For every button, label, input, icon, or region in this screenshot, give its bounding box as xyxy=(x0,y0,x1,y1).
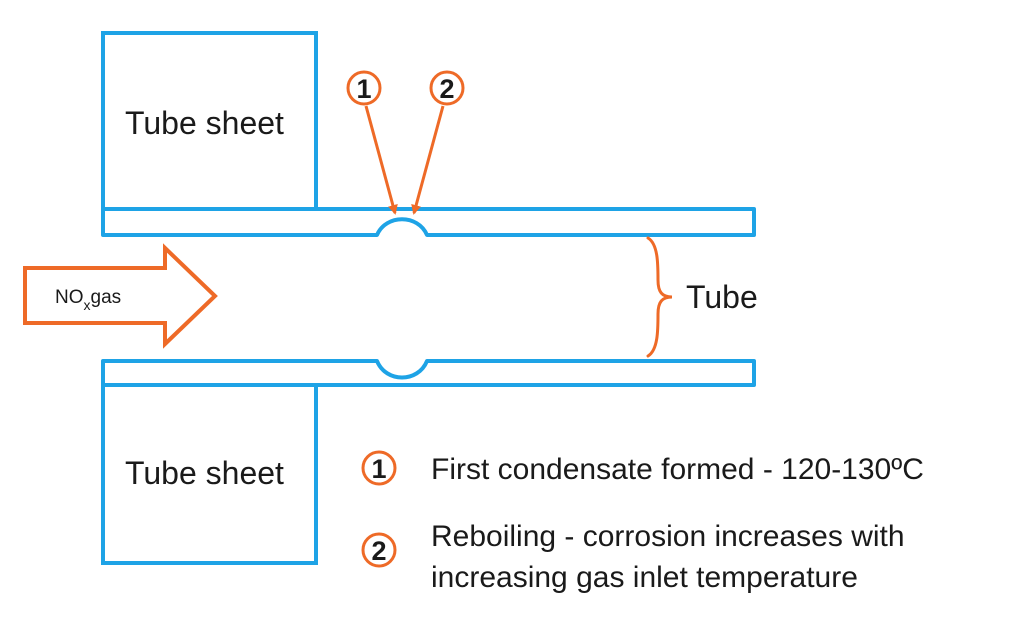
legend-badge-2 xyxy=(361,532,397,568)
legend-badge-1 xyxy=(361,450,397,486)
marker-1-number: 1 xyxy=(356,74,371,104)
marker-1-circle xyxy=(346,70,382,106)
tube-brace xyxy=(646,236,673,358)
marker-1: 1 xyxy=(346,70,398,215)
legend-text-1: First condensate formed - 120-130ºC xyxy=(431,453,924,486)
marker-2: 2 xyxy=(411,70,465,215)
gas-label-tail: gas xyxy=(91,287,122,308)
gas-flow-arrow xyxy=(23,243,218,349)
marker-1-pointer xyxy=(364,105,398,215)
tube-sheet-top-label: Tube sheet xyxy=(125,105,284,141)
tube-wall-bottom xyxy=(101,359,756,387)
legend-text-2-line-2: increasing gas inlet temperature xyxy=(431,561,858,594)
gas-label-subscript: x xyxy=(84,297,91,313)
gas-label-main: NO xyxy=(55,287,84,308)
tube-label: Tube xyxy=(686,279,758,315)
marker-2-circle xyxy=(429,70,465,106)
legend-item-1: 1 First condensate formed - 120-130ºC xyxy=(361,450,924,486)
tube-sheet-bottom-label: Tube sheet xyxy=(125,455,284,491)
legend-badge-2-number: 2 xyxy=(371,536,386,566)
marker-2-number: 2 xyxy=(439,74,454,104)
gas-flow-label: NOxgas xyxy=(55,287,121,313)
tube-wall-top xyxy=(101,207,756,237)
legend-item-2: 2 Reboiling - corrosion increases with i… xyxy=(361,520,905,594)
legend-text-2-line-1: Reboiling - corrosion increases with xyxy=(431,520,905,553)
marker-2-pointer xyxy=(411,105,445,215)
legend-badge-1-number: 1 xyxy=(371,454,386,484)
legend: 1 First condensate formed - 120-130ºC 2 … xyxy=(361,450,924,594)
